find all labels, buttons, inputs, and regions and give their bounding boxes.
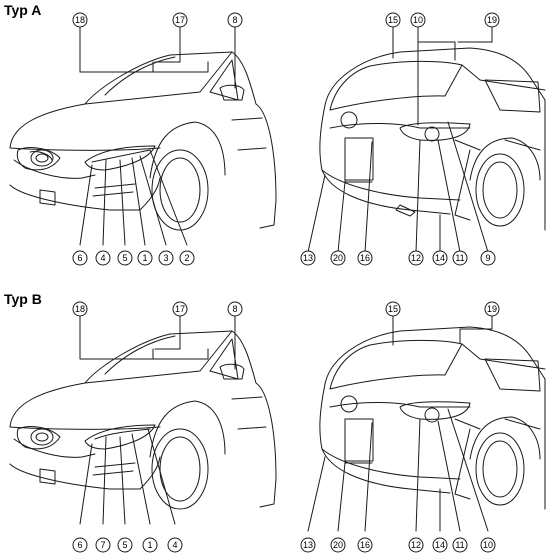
callout: 6 [72,537,88,553]
callout-number: 10 [483,540,493,550]
callout: 9 [480,250,496,266]
callout: 17 [172,301,188,317]
callout: 1 [137,250,153,266]
callout: 20 [330,250,346,266]
callout: 4 [95,250,111,266]
callout-number: 13 [303,540,313,550]
callout: 13 [300,537,316,553]
callout-number: 4 [100,253,105,263]
callout-number: 3 [163,253,168,263]
callout-number: 11 [455,253,464,263]
callouts-front-b: 18 17 8 6 7 5 1 4 [72,301,243,553]
callout-number: 17 [175,304,185,314]
callout: 17 [172,12,188,28]
callout-number: 1 [142,253,147,263]
callout-number: 12 [411,253,421,263]
callout-number: 14 [435,540,445,550]
callout: 2 [179,250,195,266]
callouts-rear-a: 15 10 19 13 20 16 12 14 11 9 [300,12,500,266]
callout: 10 [480,537,496,553]
callout-number: 16 [360,253,370,263]
callout-number: 20 [333,540,343,550]
callout-number: 4 [172,540,177,550]
callout: 14 [432,250,448,266]
callout-number: 8 [232,304,237,314]
callout-number: 9 [485,253,490,263]
callout-number: 19 [487,15,497,25]
callout-number: 15 [388,304,398,314]
callout: 1 [142,537,158,553]
callout: 5 [117,250,133,266]
section-heading: Typ B [4,291,42,307]
callout-number: 6 [77,540,82,550]
callout-number: 18 [75,15,85,25]
front-car-illustration [9,51,277,231]
callout-number: 12 [411,540,421,550]
callout-number: 17 [175,15,185,25]
callout: 11 [452,250,468,266]
callout: 4 [167,537,183,553]
callout-number: 8 [232,15,237,25]
callout: 16 [357,250,373,266]
front-car-illustration [9,330,277,510]
callout: 18 [72,12,88,28]
callout: 13 [300,250,316,266]
diagram-typ-a: 18 17 8 6 4 5 1 3 2 15 10 19 13 20 16 12… [9,12,546,266]
callout-number: 10 [413,15,423,25]
callout: 11 [452,537,468,553]
callout-number: 5 [122,540,127,550]
callout: 14 [432,537,448,553]
callout: 5 [117,537,133,553]
callout-number: 16 [360,540,370,550]
diagram-typ-b: 18 17 8 6 7 5 1 4 15 19 13 20 16 12 14 1… [9,301,546,553]
callout-number: 14 [435,253,445,263]
callout: 18 [72,301,88,317]
callout: 12 [408,537,424,553]
callout-number: 1 [147,540,152,550]
callout: 16 [357,537,373,553]
callouts-rear-b: 15 19 13 20 16 12 14 11 10 [300,301,500,553]
callout-number: 6 [77,253,82,263]
callout-number: 7 [100,540,105,550]
callout-number: 13 [303,253,313,263]
callout-number: 11 [455,540,464,550]
callout: 19 [484,12,500,28]
callout: 19 [484,301,500,317]
callout: 10 [410,12,426,28]
rear-car-illustration [319,47,546,231]
section-typ-b: Typ B [0,279,551,558]
callout-number: 18 [75,304,85,314]
callout: 3 [158,250,174,266]
callout-number: 20 [333,253,343,263]
callout: 12 [408,250,424,266]
callout-number: 15 [388,15,398,25]
callout: 20 [330,537,346,553]
callout-number: 2 [184,253,189,263]
callout-number: 5 [122,253,127,263]
section-heading: Typ A [4,2,42,18]
section-typ-a: Typ A [4,2,546,266]
callout: 8 [227,12,243,28]
callout: 6 [72,250,88,266]
callout: 15 [385,12,401,28]
callouts-front-a: 18 17 8 6 4 5 1 3 2 [72,12,243,266]
callout: 15 [385,301,401,317]
rear-car-illustration [319,326,546,510]
callout-number: 19 [487,304,497,314]
callout: 7 [95,537,111,553]
callout: 8 [227,301,243,317]
